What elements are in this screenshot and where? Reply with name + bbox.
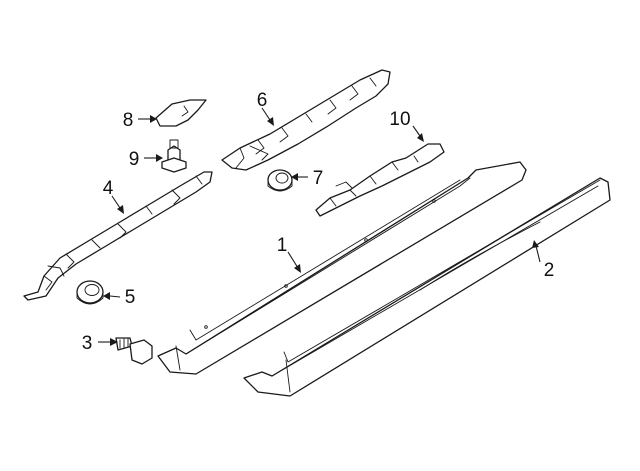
callout-3: 3 [82, 333, 93, 354]
part-10-bracket[interactable] [315, 143, 445, 217]
callout-7: 7 [313, 168, 324, 189]
callout-8: 8 [123, 110, 134, 131]
leader-lines [98, 107, 541, 346]
callout-9: 9 [129, 149, 140, 170]
callout-1: 1 [277, 235, 288, 256]
part-2-rocker-molding[interactable] [243, 177, 611, 397]
part-5-grommet[interactable] [76, 280, 104, 305]
part-8-clip[interactable] [155, 99, 207, 127]
callout-10: 10 [389, 109, 410, 130]
part-9-screw[interactable] [161, 139, 187, 173]
callout-2: 2 [544, 260, 555, 281]
callout-5: 5 [125, 287, 136, 308]
callout-6: 6 [257, 90, 268, 111]
callout-4: 4 [103, 178, 114, 199]
part-3-bolt[interactable] [115, 337, 153, 365]
part-4-reinforcement[interactable] [23, 171, 213, 301]
part-7-grommet[interactable] [267, 169, 293, 192]
part-6-reinforcement[interactable] [221, 69, 391, 171]
part-1-rocker-panel[interactable] [157, 161, 527, 375]
